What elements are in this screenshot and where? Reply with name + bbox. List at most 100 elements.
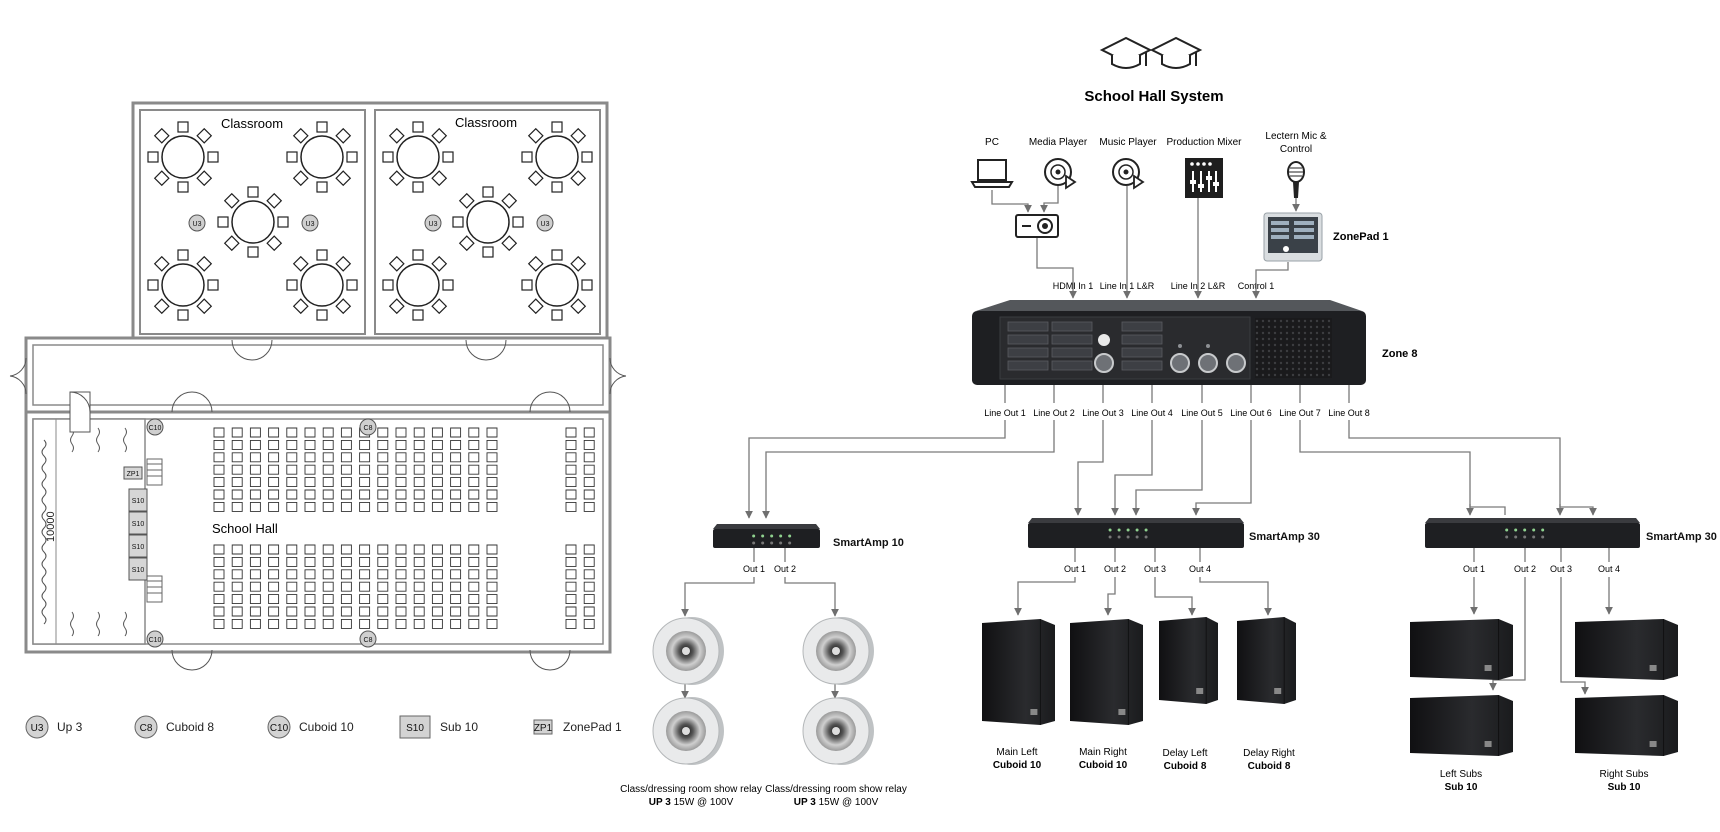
- hall-seat: [565, 452, 577, 463]
- hall-seat: [231, 452, 243, 463]
- wire-amp-out-6: [1108, 548, 1115, 615]
- speaker-label-5: Delay Left: [1162, 748, 1207, 759]
- hall-seat: [213, 427, 225, 438]
- hall-seat: [359, 569, 371, 580]
- hall-seat: [304, 501, 316, 512]
- hall-seat: [583, 477, 595, 488]
- hall-seat: [395, 569, 407, 580]
- sub-10-speaker: [1575, 695, 1678, 756]
- svg-text:S10: S10: [132, 521, 145, 528]
- hall-seat: [431, 477, 443, 488]
- speaker-label-3: Main Left: [996, 747, 1037, 758]
- hall-seat: [322, 556, 334, 567]
- hall-seat: [565, 477, 577, 488]
- hall-seat: [268, 556, 280, 567]
- hall-seat: [213, 501, 225, 512]
- svg-text:C10: C10: [270, 723, 289, 734]
- svg-text:U3: U3: [429, 221, 438, 228]
- hall-seat: [340, 439, 352, 450]
- wire-media-projector: [1040, 186, 1059, 213]
- hall-seat: [413, 556, 425, 567]
- svg-text:U3: U3: [193, 221, 202, 228]
- hall-seat: [304, 452, 316, 463]
- amp3-out-3: Out 3: [1550, 564, 1572, 574]
- speaker-model-3: Cuboid 10: [993, 760, 1042, 771]
- hall-seat: [395, 618, 407, 629]
- amp3-out-1: Out 1: [1463, 564, 1485, 574]
- speaker-label-4: Main Right: [1079, 747, 1127, 758]
- table-with-chairs: [382, 249, 454, 321]
- hall-seat: [359, 618, 371, 629]
- hall-seat: [268, 439, 280, 450]
- hall-seat: [268, 581, 280, 592]
- hall-seat: [450, 556, 462, 567]
- hall-seat: [450, 594, 462, 605]
- hall-seat: [413, 618, 425, 629]
- plan-speaker-c10: C10: [146, 630, 164, 648]
- svg-text:U3: U3: [306, 221, 315, 228]
- speaker-model-8: Sub 10: [1608, 782, 1641, 793]
- hall-seat: [486, 452, 498, 463]
- graduation-cap-icon: [1099, 36, 1153, 69]
- doors: [9, 339, 627, 671]
- wire-amp-out-11: [1560, 548, 1585, 694]
- hall-seat: [359, 464, 371, 475]
- hall-seat: [565, 427, 577, 438]
- output-label-6: Line Out 6: [1230, 408, 1272, 418]
- hall-seat: [286, 452, 298, 463]
- hall-seat: [431, 594, 443, 605]
- hall-seat: [359, 581, 371, 592]
- hall-seat: [565, 606, 577, 617]
- hall-seat: [304, 464, 316, 475]
- door: [529, 391, 571, 413]
- hall-seat: [468, 477, 480, 488]
- hall-seat: [304, 477, 316, 488]
- amp3-out-2: Out 2: [1514, 564, 1536, 574]
- hall-seat: [231, 439, 243, 450]
- hall-seat: [565, 489, 577, 500]
- sub-10-speaker: [1410, 619, 1513, 680]
- zonepad-label: ZonePad 1: [1333, 231, 1389, 243]
- table-with-chairs: [382, 121, 454, 193]
- hall-seat: [450, 606, 462, 617]
- hall-seat: [340, 594, 352, 605]
- hall-seat: [450, 501, 462, 512]
- speaker-label-6: Delay Right: [1243, 748, 1295, 759]
- hall-seat: [304, 544, 316, 555]
- hall-seat: [377, 569, 389, 580]
- door: [465, 339, 507, 361]
- table-with-chairs: [147, 249, 219, 321]
- hall-seat: [468, 452, 480, 463]
- hall-seat: [395, 427, 407, 438]
- plan-speaker-s10: S10: [128, 534, 148, 558]
- zone8-processor: [972, 300, 1366, 385]
- amp1-out-2: Out 2: [774, 564, 796, 574]
- hall-seat: [565, 439, 577, 450]
- hall-seat: [322, 489, 334, 500]
- wire-line-out-7: [1299, 385, 1470, 515]
- table-with-chairs: [286, 249, 358, 321]
- door: [231, 339, 273, 361]
- amp-label-1: SmartAmp 10: [833, 537, 904, 549]
- hall-seat: [286, 618, 298, 629]
- hall-seat: [322, 427, 334, 438]
- hall-seat: [213, 556, 225, 567]
- diagram-title: School Hall System: [1084, 88, 1223, 105]
- hall-seat: [359, 489, 371, 500]
- hall-seat: [583, 501, 595, 512]
- hall-seat: [395, 439, 407, 450]
- hall-seat: [395, 489, 407, 500]
- hall-seat: [359, 477, 371, 488]
- door: [529, 649, 571, 671]
- plan-speaker-s10: S10: [128, 488, 148, 512]
- loudspeakers: [652, 617, 1678, 765]
- system-title-icons: [1099, 36, 1203, 69]
- hall-seat: [468, 594, 480, 605]
- microphone-icon: [1287, 161, 1305, 198]
- hall-seat: [468, 544, 480, 555]
- hall-seat: [395, 452, 407, 463]
- hall-seat: [340, 556, 352, 567]
- hall-seat: [304, 618, 316, 629]
